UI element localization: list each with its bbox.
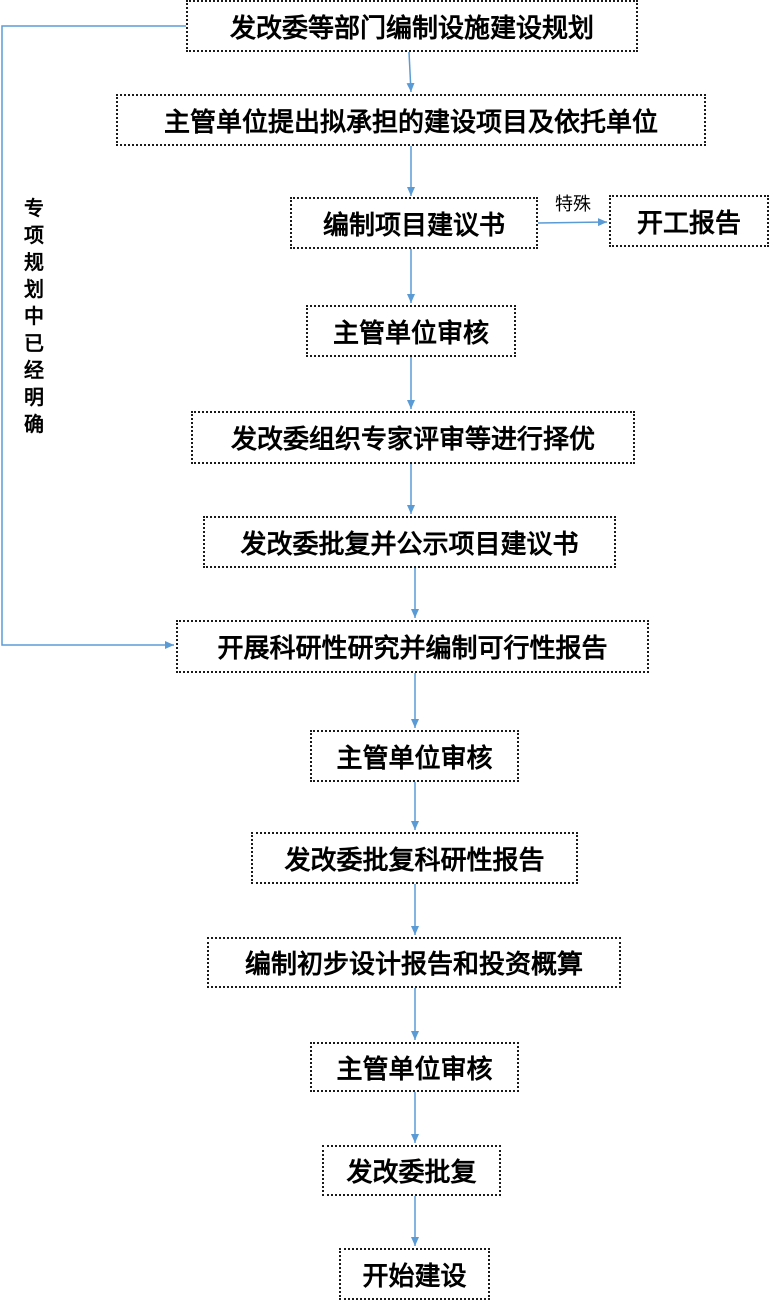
node-start: 开始建设: [339, 1248, 490, 1300]
node-approve: 发改委批复: [322, 1145, 501, 1196]
special-label: 特殊: [555, 194, 591, 215]
node-plan: 发改委等部门编制设施建设规划: [186, 0, 638, 52]
node-review-2: 主管单位审核: [310, 730, 519, 782]
edge-n1-n2: [406, 51, 415, 93]
node-proposal: 编制项目建议书: [290, 197, 538, 249]
node-review-1: 主管单位审核: [306, 305, 516, 357]
node-design: 编制初步设计报告和投资概算: [207, 937, 621, 988]
node-review-3: 主管单位审核: [310, 1042, 519, 1092]
node-start-report: 开工报告: [609, 195, 769, 247]
node-approve-report: 发改委批复科研性报告: [251, 832, 578, 884]
edge-n3-n3b: [537, 218, 608, 227]
edge-n1-n7-bypass: [1, 25, 187, 649]
node-expert-review: 发改委组织专家评审等进行择优: [191, 411, 635, 464]
node-approve-proposal: 发改委批复并公示项目建议书: [203, 516, 616, 568]
node-feasibility: 开展科研性研究并编制可行性报告: [176, 620, 649, 673]
bypass-label: 专项规划中已经明确: [24, 196, 44, 436]
node-propose: 主管单位提出拟承担的建设项目及依托单位: [116, 94, 706, 146]
